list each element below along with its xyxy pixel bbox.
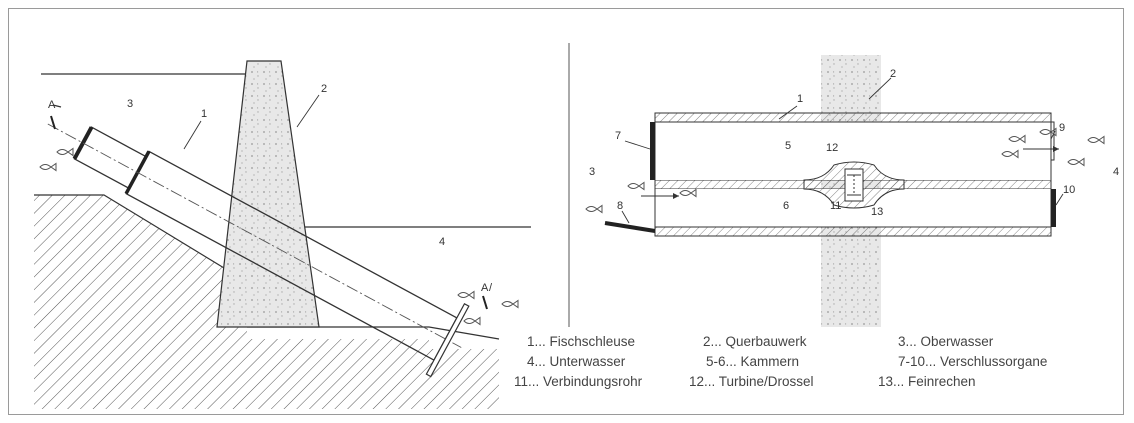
plan-label-4: 4 (1113, 166, 1119, 178)
fish-icon (1067, 158, 1085, 166)
figure-frame: A A / 1 2 3 4 (8, 8, 1124, 415)
gate-7 (650, 122, 655, 180)
legend-item: 11... Verbindungsrohr (514, 374, 643, 389)
legend-item: 3... Oberwasser (898, 334, 994, 349)
plan-label-9: 9 (1059, 122, 1065, 134)
plan-label-11: 11 (830, 200, 841, 212)
fish-icon (457, 291, 475, 299)
section-marker-top: A (48, 99, 62, 130)
legend-item: 2... Querbauwerk (703, 334, 807, 349)
fish-icon (56, 148, 74, 156)
plan-label-12: 12 (826, 142, 838, 154)
plan-label-7: 7 (615, 130, 621, 142)
plan-label-10: 10 (1063, 184, 1075, 196)
svg-text:/: / (489, 282, 493, 294)
legend-item: 1... Fischschleuse (527, 334, 635, 349)
plan-label-3: 3 (589, 166, 595, 178)
gate-downstream (425, 302, 470, 378)
side-label-3: 3 (127, 98, 133, 110)
side-view: A A / 1 2 3 4 (34, 60, 531, 409)
fish-icon (463, 317, 481, 325)
section-label-a-bottom: A (481, 282, 489, 294)
fish-icon (585, 205, 603, 213)
plan-view: 1 2 3 4 5 6 7 8 9 10 11 12 13 (585, 55, 1119, 327)
dam-structure (216, 60, 320, 328)
side-label-4: 4 (439, 236, 445, 248)
plan-label-13: 13 (871, 206, 883, 218)
fish-icon (1087, 136, 1105, 144)
gate-10 (1051, 189, 1056, 227)
section-label-a-top: A (48, 99, 56, 111)
diagram-canvas: A A / 1 2 3 4 (34, 43, 1119, 409)
side-label-1: 1 (201, 108, 207, 120)
fish-icon (39, 163, 57, 171)
gate-9 (1050, 121, 1055, 161)
ground-hatching (34, 195, 499, 409)
section-marker-bottom: A / (481, 282, 493, 310)
plan-label-6: 6 (783, 200, 789, 212)
plan-label-1: 1 (797, 93, 803, 105)
plan-label-2: 2 (890, 68, 896, 80)
gate-8 (604, 221, 656, 233)
legend-item: 13... Feinrechen (878, 374, 976, 389)
legend-item: 7-10... Verschlussorgane (898, 354, 1047, 369)
fish-lock-pipe (47, 123, 470, 378)
fish-icon (501, 300, 519, 308)
plan-label-8: 8 (617, 200, 623, 212)
legend-item: 12... Turbine/Drossel (689, 374, 814, 389)
legend-item: 4... Unterwasser (527, 354, 626, 369)
fish-icon (627, 182, 645, 190)
legend-item: 5-6... Kammern (706, 354, 799, 369)
side-label-2: 2 (321, 83, 327, 95)
plan-label-5: 5 (785, 140, 791, 152)
legend: 1... Fischschleuse 2... Querbauwerk 3...… (514, 334, 1047, 389)
